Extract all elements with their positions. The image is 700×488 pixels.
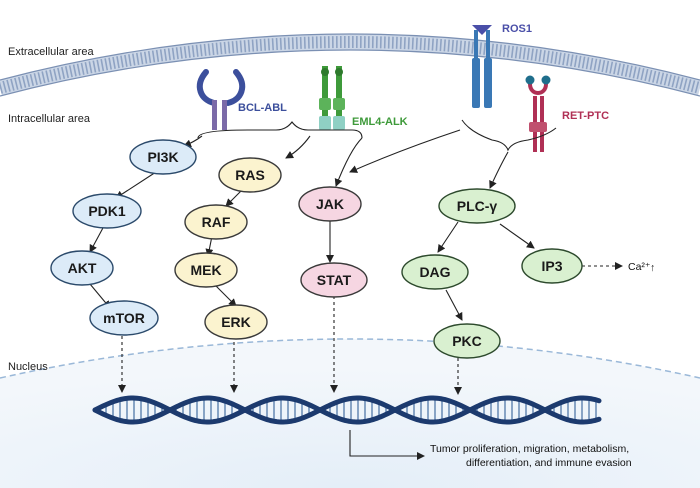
node-raf-label: RAF xyxy=(202,214,231,230)
cell-membrane-band xyxy=(0,34,700,96)
node-pkc-label: PKC xyxy=(452,333,482,349)
membrane-outer-edge xyxy=(0,33,700,81)
node-mek-label: MEK xyxy=(190,262,221,278)
arrow-plc-ip3 xyxy=(499,223,535,249)
arrow-ros1-jak xyxy=(349,129,461,173)
right-bracket xyxy=(461,119,557,152)
nuclear-envelope xyxy=(0,338,700,379)
arrow-bracket-jak xyxy=(334,137,363,187)
arrow-pi3k-pdk1 xyxy=(115,171,157,199)
intracellular-label: Intracellular area xyxy=(8,113,91,125)
node-pi3k: PI3K xyxy=(129,139,197,175)
node-erk: ERK xyxy=(204,304,268,340)
dna-helix xyxy=(92,395,602,425)
dna-strand-2 xyxy=(92,395,602,425)
node-mtor: mTOR xyxy=(89,300,159,336)
arrow-bracket-ras xyxy=(285,135,311,159)
bcl-abl-label: BCL-ABL xyxy=(238,102,287,114)
node-stat: STAT xyxy=(300,262,368,298)
node-ip3-label: IP3 xyxy=(541,258,562,274)
membrane-inner-edge xyxy=(0,49,700,97)
ret-ptc-label: RET-PTC xyxy=(562,110,609,122)
node-ras-label: RAS xyxy=(235,167,265,183)
node-pdk1-label: PDK1 xyxy=(88,203,126,219)
calcium-increase-icon: ↑ xyxy=(650,262,655,274)
ros1-label: ROS1 xyxy=(502,23,532,35)
node-dag-label: DAG xyxy=(419,264,450,280)
bcl-abl-receptor xyxy=(196,69,246,130)
eml4-alk-receptor xyxy=(319,66,345,130)
node-mtor-label: mTOR xyxy=(103,310,145,326)
node-ip3: IP3 xyxy=(521,248,583,284)
nucleus-region xyxy=(0,339,700,488)
arrow-dag-pkc xyxy=(445,289,463,321)
node-akt-label: AKT xyxy=(68,260,97,276)
calcium-label: Ca²⁺ xyxy=(628,261,651,273)
node-akt: AKT xyxy=(50,250,114,286)
nucleus-label: Nucleus xyxy=(8,361,48,373)
node-jak: JAK xyxy=(298,186,362,222)
node-plc-gamma: PLC-γ xyxy=(438,188,516,224)
outcome-line-1: Tumor proliferation, migration, metaboli… xyxy=(430,443,629,455)
arrow-dna-outcome xyxy=(349,430,425,460)
dna-strand-1 xyxy=(92,395,602,425)
node-erk-label: ERK xyxy=(221,314,251,330)
eml4-alk-label: EML4-ALK xyxy=(352,116,408,128)
ros1-receptor xyxy=(472,25,492,108)
arrow-bracket-plc xyxy=(489,151,509,189)
extracellular-label: Extracellular area xyxy=(8,46,94,58)
node-stat-label: STAT xyxy=(317,272,352,288)
arrow-pdk1-akt xyxy=(89,225,105,253)
arrow-mek-erk xyxy=(215,285,237,307)
outcome-line-2: differentiation, and immune evasion xyxy=(466,457,632,469)
node-pi3k-label: PI3K xyxy=(147,149,178,165)
node-raf: RAF xyxy=(184,204,248,240)
node-dag: DAG xyxy=(401,254,469,290)
arrow-plc-dag xyxy=(437,221,459,253)
node-plc-gamma-label: PLC-γ xyxy=(457,198,498,214)
left-bracket xyxy=(197,121,363,139)
node-mek: MEK xyxy=(174,252,238,288)
node-jak-label: JAK xyxy=(316,196,344,212)
node-pkc: PKC xyxy=(433,323,501,359)
node-pdk1: PDK1 xyxy=(72,193,142,229)
node-ras: RAS xyxy=(218,157,282,193)
ret-ptc-receptor xyxy=(525,75,551,152)
